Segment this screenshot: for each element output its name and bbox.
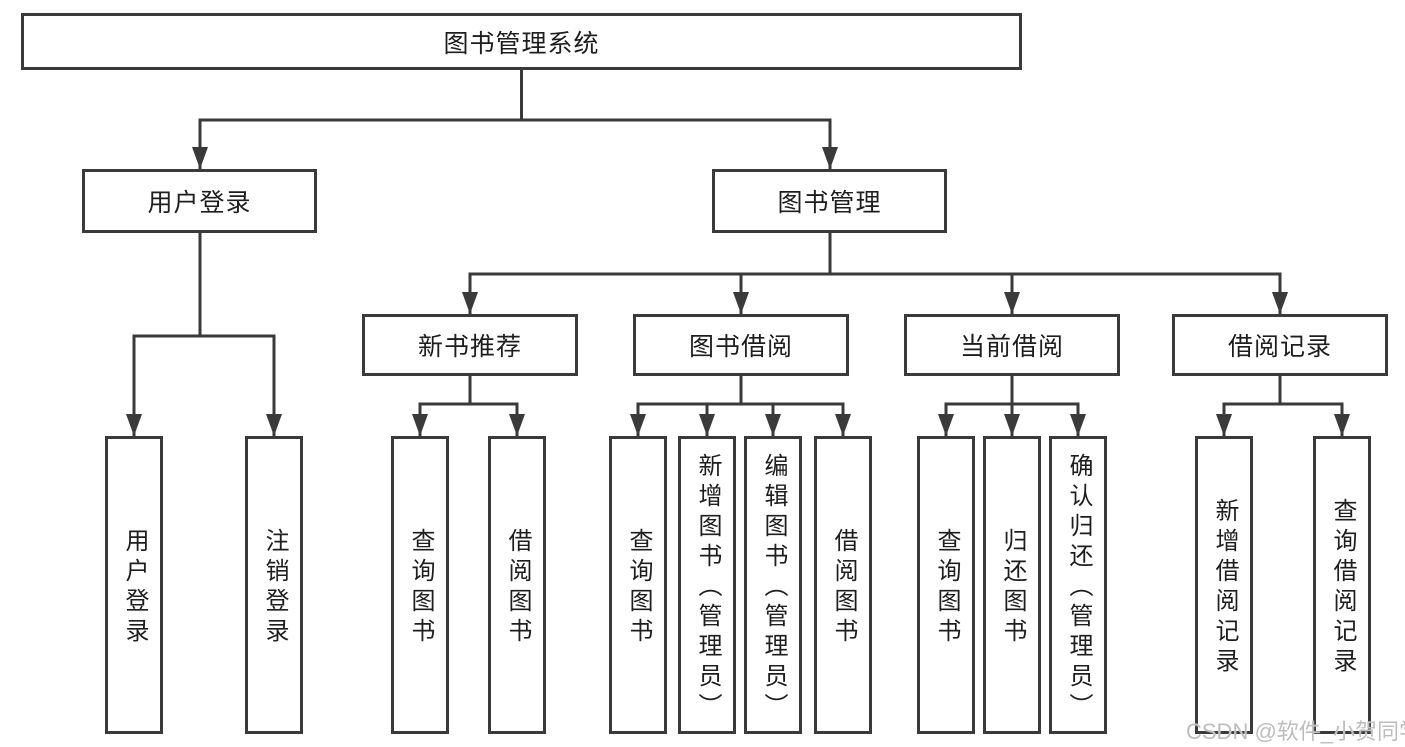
node-user-login: 用户登录	[82, 169, 317, 233]
node-label: 图书管理	[777, 189, 882, 217]
leaf-edit-book-admin: 编辑图书（管理员）	[744, 436, 802, 734]
connector-lines	[126, 69, 1350, 436]
node-label: 用户登录	[147, 189, 252, 217]
node-book-borrowing: 图书借阅	[633, 314, 849, 376]
node-label: 查询图书	[933, 528, 960, 648]
node-label: 查询借阅记录	[1329, 498, 1356, 678]
leaf-add-book-admin: 新增图书（管理员）	[678, 436, 736, 734]
node-label: 新书推荐	[417, 333, 522, 361]
leaf-query-book-borrowing: 查询图书	[609, 436, 667, 734]
node-label: 借阅图书	[830, 528, 857, 648]
leaf-query-borrow-record: 查询借阅记录	[1313, 436, 1371, 734]
node-label: 归还图书	[999, 528, 1026, 648]
node-book-management: 图书管理	[712, 169, 947, 233]
node-label: 查询图书	[625, 528, 652, 648]
node-new-book-recommend: 新书推荐	[362, 314, 578, 376]
leaf-user-login: 用户登录	[105, 436, 163, 734]
leaf-borrow-book-borrowing: 借阅图书	[814, 436, 872, 734]
node-label: 新增图书（管理员）	[694, 453, 721, 723]
csdn-watermark: CSDN @软件_小贺同学	[1186, 719, 1405, 744]
node-label: 借阅记录	[1227, 333, 1332, 361]
node-label: 编辑图书（管理员）	[760, 453, 787, 723]
node-label: 图书管理系统	[443, 29, 600, 58]
leaf-add-borrow-record: 新增借阅记录	[1195, 436, 1253, 734]
leaf-borrow-book-recommend: 借阅图书	[488, 436, 546, 734]
leaf-logout-login: 注销登录	[245, 436, 303, 734]
node-label: 图书借阅	[688, 333, 793, 361]
node-label: 新增借阅记录	[1211, 498, 1238, 678]
node-label: 注销登录	[261, 528, 288, 648]
node-root-system: 图书管理系统	[21, 13, 1022, 70]
leaf-confirm-return-admin: 确认归还（管理员）	[1049, 436, 1107, 734]
node-label: 当前借阅	[959, 333, 1064, 361]
node-borrowing-records: 借阅记录	[1172, 314, 1388, 376]
leaf-query-book-current: 查询图书	[917, 436, 975, 734]
leaf-return-book: 归还图书	[983, 436, 1041, 734]
node-label: 确认归还（管理员）	[1065, 453, 1092, 723]
leaf-query-book-recommend: 查询图书	[391, 436, 449, 734]
node-current-borrowing: 当前借阅	[904, 314, 1120, 376]
node-label: 用户登录	[121, 528, 148, 648]
node-label: 查询图书	[407, 528, 434, 648]
node-label: 借阅图书	[504, 528, 531, 648]
